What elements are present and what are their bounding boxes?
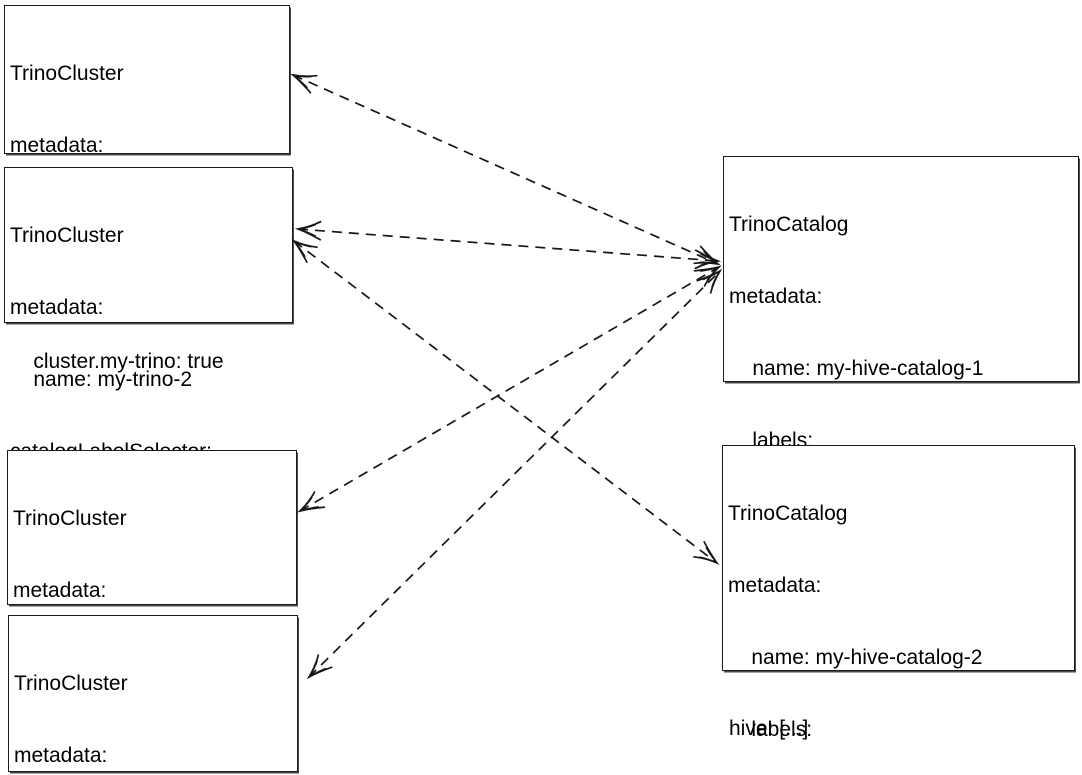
yaml-line: labels: bbox=[728, 718, 813, 741]
yaml-line: TrinoCluster bbox=[10, 224, 124, 247]
yaml-line: TrinoCatalog bbox=[728, 502, 848, 525]
yaml-line: metadata: bbox=[728, 574, 822, 597]
node-trinocluster-my-trino: TrinoCluster metadata: name: my-trino ca… bbox=[4, 5, 290, 373]
arrow-my-trino-2--my-hive-catalog-2 bbox=[291, 238, 720, 566]
yaml-line: metadata: bbox=[13, 579, 107, 602]
yaml-line: TrinoCluster bbox=[14, 672, 128, 695]
arrow-my-hive-catalog-1--my-trino bbox=[290, 73, 721, 266]
yaml-line: TrinoCluster bbox=[10, 62, 124, 85]
yaml-line: name: my-hive-catalog-2 bbox=[728, 646, 983, 669]
yaml-line: metadata: bbox=[10, 296, 104, 319]
node-trinocluster-my-trino-blue: TrinoCluster metadata: name: my-trino-bl… bbox=[7, 450, 297, 746]
node-trinocatalog-my-hive-catalog-1: TrinoCatalog metadata: name: my-hive-cat… bbox=[723, 156, 1079, 740]
yaml-line: name: my-trino-2 bbox=[10, 368, 193, 391]
yaml-line: TrinoCatalog bbox=[729, 213, 849, 236]
yaml-line: metadata: bbox=[729, 285, 823, 308]
yaml-line: metadata: bbox=[14, 744, 108, 767]
arrow-my-hive-catalog-1--my-trino-green bbox=[306, 268, 723, 680]
arrow-my-hive-catalog-1--my-trino-2 bbox=[294, 220, 722, 270]
yaml-line: cluster.my-trino: true bbox=[10, 350, 224, 373]
node-trinocluster-my-trino-green: TrinoCluster metadata: name: my-trino-gr… bbox=[8, 615, 298, 772]
yaml-line: TrinoCluster bbox=[13, 507, 127, 530]
arrow-my-hive-catalog-1--my-trino-blue bbox=[297, 265, 722, 513]
yaml-line: name: my-hive-catalog-1 bbox=[729, 357, 984, 380]
yaml-line: hive: [...] bbox=[729, 717, 809, 740]
yaml-line: metadata: bbox=[10, 134, 104, 157]
node-trinocluster-my-trino-2: TrinoCluster metadata: name: my-trino-2 … bbox=[4, 167, 293, 535]
node-trinocatalog-my-hive-catalog-2: TrinoCatalog metadata: name: my-hive-cat… bbox=[722, 445, 1075, 741]
